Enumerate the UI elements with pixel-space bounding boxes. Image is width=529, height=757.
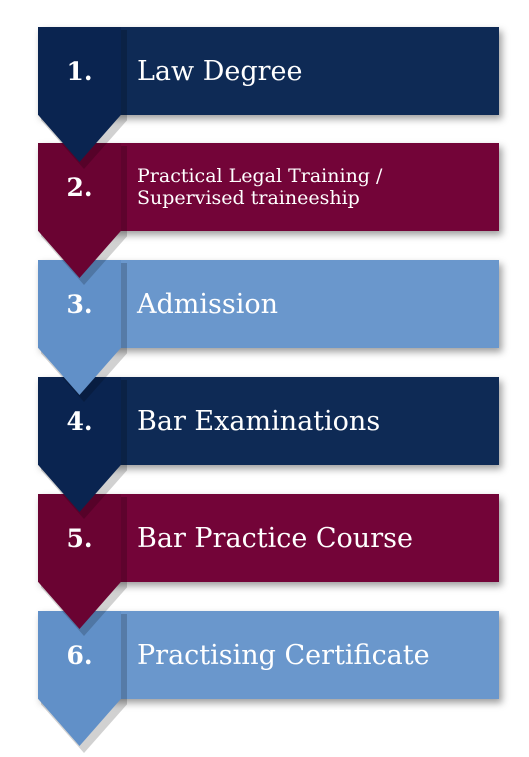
step-5-number: 5. xyxy=(66,523,93,553)
step-3-label: Admission xyxy=(137,288,279,320)
step-4-number: 4. xyxy=(66,406,93,436)
step-2-number: 2. xyxy=(66,172,93,202)
step-2: 2. Practical Legal Training / Supervised… xyxy=(0,143,529,285)
step-3-number: 3. xyxy=(66,289,93,319)
step-4-label: Bar Examinations xyxy=(137,405,381,437)
step-4: 4. Bar Examinations xyxy=(0,377,529,519)
step-6-label: Practising Certificate xyxy=(137,639,430,671)
step-5: 5. Bar Practice Course xyxy=(0,494,529,636)
step-2-label-line2: Supervised traineeship xyxy=(137,187,360,209)
step-3: 3. Admission xyxy=(0,260,529,402)
step-1-label: Law Degree xyxy=(137,55,303,87)
step-6-number: 6. xyxy=(66,640,93,670)
step-1-number: 1. xyxy=(66,56,93,86)
step-2-label-line1: Practical Legal Training / xyxy=(137,165,383,187)
step-2-label: Practical Legal Training / Supervised tr… xyxy=(137,143,492,231)
step-1: 1. Law Degree xyxy=(0,27,529,169)
step-6: 6. Practising Certificate xyxy=(0,611,529,753)
step-5-label: Bar Practice Course xyxy=(137,522,413,554)
